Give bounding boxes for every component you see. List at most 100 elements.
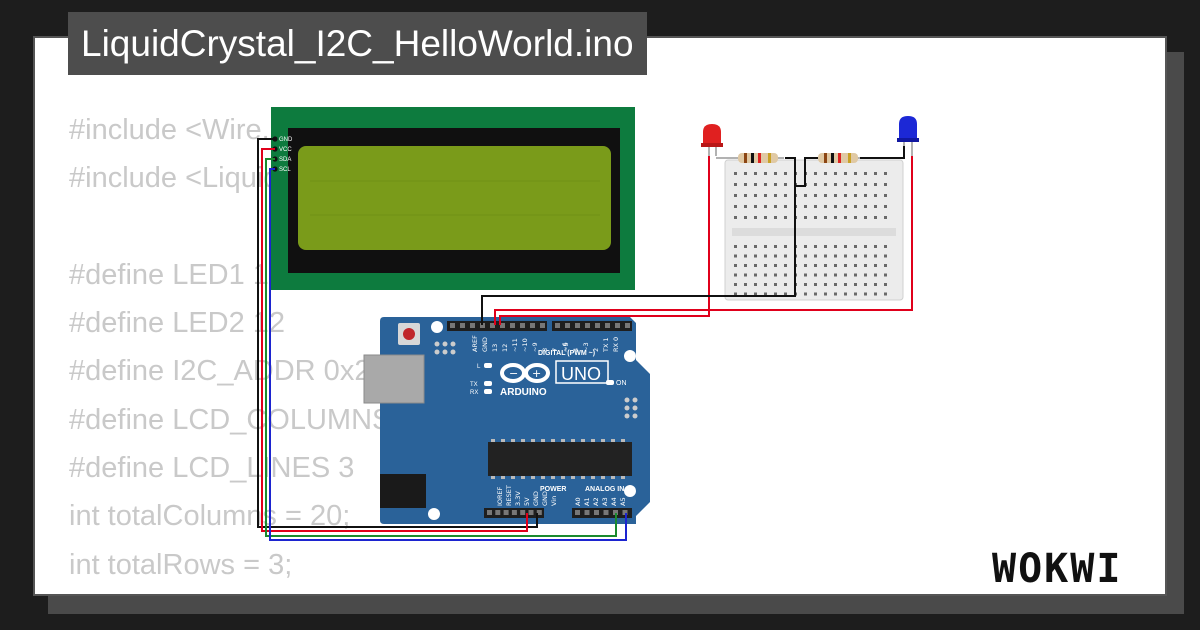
header-pin[interactable] <box>510 323 515 328</box>
breadboard-hole[interactable] <box>834 194 837 197</box>
header-pin[interactable] <box>622 510 628 515</box>
resistor-1[interactable] <box>716 153 784 163</box>
breadboard-hole[interactable] <box>754 283 757 286</box>
breadboard-hole[interactable] <box>754 254 757 258</box>
breadboard-hole[interactable] <box>874 264 877 267</box>
header-pin[interactable] <box>605 323 610 328</box>
breadboard-hole[interactable] <box>824 245 827 248</box>
breadboard-hole[interactable] <box>854 194 857 197</box>
breadboard-hole[interactable] <box>784 194 787 197</box>
header-pin[interactable] <box>615 323 620 328</box>
breadboard-hole[interactable] <box>744 194 747 197</box>
breadboard-hole[interactable] <box>764 245 767 248</box>
header-pin[interactable] <box>575 323 580 328</box>
breadboard-hole[interactable] <box>864 273 867 277</box>
breadboard-hole[interactable] <box>774 172 777 175</box>
breadboard-hole[interactable] <box>744 172 747 175</box>
breadboard-hole[interactable] <box>834 283 837 286</box>
breadboard-hole[interactable] <box>734 172 737 175</box>
breadboard-hole[interactable] <box>824 172 827 175</box>
breadboard-hole[interactable] <box>774 283 777 286</box>
breadboard-hole[interactable] <box>814 292 817 296</box>
breadboard-hole[interactable] <box>884 205 887 208</box>
breadboard-hole[interactable] <box>834 292 837 296</box>
header-pin[interactable] <box>503 510 509 515</box>
breadboard-hole[interactable] <box>814 283 817 286</box>
breadboard-hole[interactable] <box>824 194 827 197</box>
breadboard-hole[interactable] <box>784 172 787 175</box>
breadboard-hole[interactable] <box>764 254 767 258</box>
breadboard-hole[interactable] <box>844 254 847 258</box>
breadboard-hole[interactable] <box>854 183 857 186</box>
breadboard-hole[interactable] <box>774 273 777 277</box>
breadboard-hole[interactable] <box>874 216 877 219</box>
header-pin[interactable] <box>520 510 526 515</box>
breadboard-hole[interactable] <box>854 172 857 175</box>
breadboard-hole[interactable] <box>864 172 867 175</box>
breadboard-hole[interactable] <box>744 273 747 277</box>
breadboard-hole[interactable] <box>814 273 817 277</box>
breadboard-hole[interactable] <box>764 172 767 175</box>
breadboard-hole[interactable] <box>844 283 847 286</box>
breadboard-hole[interactable] <box>774 194 777 197</box>
breadboard-hole[interactable] <box>834 254 837 258</box>
breadboard-hole[interactable] <box>784 264 787 267</box>
breadboard-hole[interactable] <box>734 283 737 286</box>
breadboard-hole[interactable] <box>804 245 807 248</box>
breadboard-hole[interactable] <box>834 205 837 208</box>
breadboard-hole[interactable] <box>844 205 847 208</box>
breadboard-hole[interactable] <box>884 216 887 219</box>
breadboard-hole[interactable] <box>884 264 887 267</box>
breadboard-hole[interactable] <box>824 254 827 258</box>
breadboard-hole[interactable] <box>824 216 827 219</box>
breadboard-hole[interactable] <box>844 245 847 248</box>
lcd-display[interactable]: GND VCC SDA SCL <box>271 107 635 290</box>
breadboard-hole[interactable] <box>774 216 777 219</box>
breadboard-hole[interactable] <box>774 292 777 296</box>
breadboard-hole[interactable] <box>824 283 827 286</box>
breadboard-hole[interactable] <box>734 245 737 248</box>
header-pin[interactable] <box>450 323 455 328</box>
breadboard-hole[interactable] <box>734 264 737 267</box>
breadboard-hole[interactable] <box>744 216 747 219</box>
breadboard-hole[interactable] <box>764 292 767 296</box>
breadboard-hole[interactable] <box>764 273 767 277</box>
breadboard-hole[interactable] <box>874 245 877 248</box>
breadboard-hole[interactable] <box>784 205 787 208</box>
breadboard-hole[interactable] <box>784 283 787 286</box>
breadboard-hole[interactable] <box>754 264 757 267</box>
breadboard-hole[interactable] <box>824 264 827 267</box>
breadboard-hole[interactable] <box>874 205 877 208</box>
project-title[interactable]: LiquidCrystal_I2C_HelloWorld.ino <box>68 12 647 75</box>
breadboard-hole[interactable] <box>874 283 877 286</box>
header-pin[interactable] <box>603 510 609 515</box>
breadboard-hole[interactable] <box>764 205 767 208</box>
breadboard-hole[interactable] <box>744 264 747 267</box>
breadboard-hole[interactable] <box>864 264 867 267</box>
breadboard-hole[interactable] <box>854 245 857 248</box>
breadboard-hole[interactable] <box>884 292 887 296</box>
breadboard-hole[interactable] <box>764 264 767 267</box>
breadboard-hole[interactable] <box>864 283 867 286</box>
header-pin[interactable] <box>540 323 545 328</box>
breadboard-hole[interactable] <box>784 216 787 219</box>
header-pin[interactable] <box>487 510 492 515</box>
breadboard-hole[interactable] <box>804 273 807 277</box>
header-pin[interactable] <box>520 323 525 328</box>
breadboard-hole[interactable] <box>754 292 757 296</box>
header-pin[interactable] <box>495 510 501 515</box>
breadboard-hole[interactable] <box>854 254 857 258</box>
breadboard-hole[interactable] <box>734 216 737 219</box>
breadboard-hole[interactable] <box>884 273 887 277</box>
breadboard[interactable] <box>724 159 904 301</box>
breadboard-hole[interactable] <box>864 194 867 197</box>
breadboard-hole[interactable] <box>734 292 737 296</box>
breadboard-hole[interactable] <box>874 254 877 258</box>
breadboard-hole[interactable] <box>754 245 757 248</box>
header-pin[interactable] <box>585 323 590 328</box>
breadboard-hole[interactable] <box>854 264 857 267</box>
breadboard-hole[interactable] <box>804 254 807 258</box>
breadboard-hole[interactable] <box>774 264 777 267</box>
breadboard-hole[interactable] <box>864 254 867 258</box>
breadboard-hole[interactable] <box>814 254 817 258</box>
